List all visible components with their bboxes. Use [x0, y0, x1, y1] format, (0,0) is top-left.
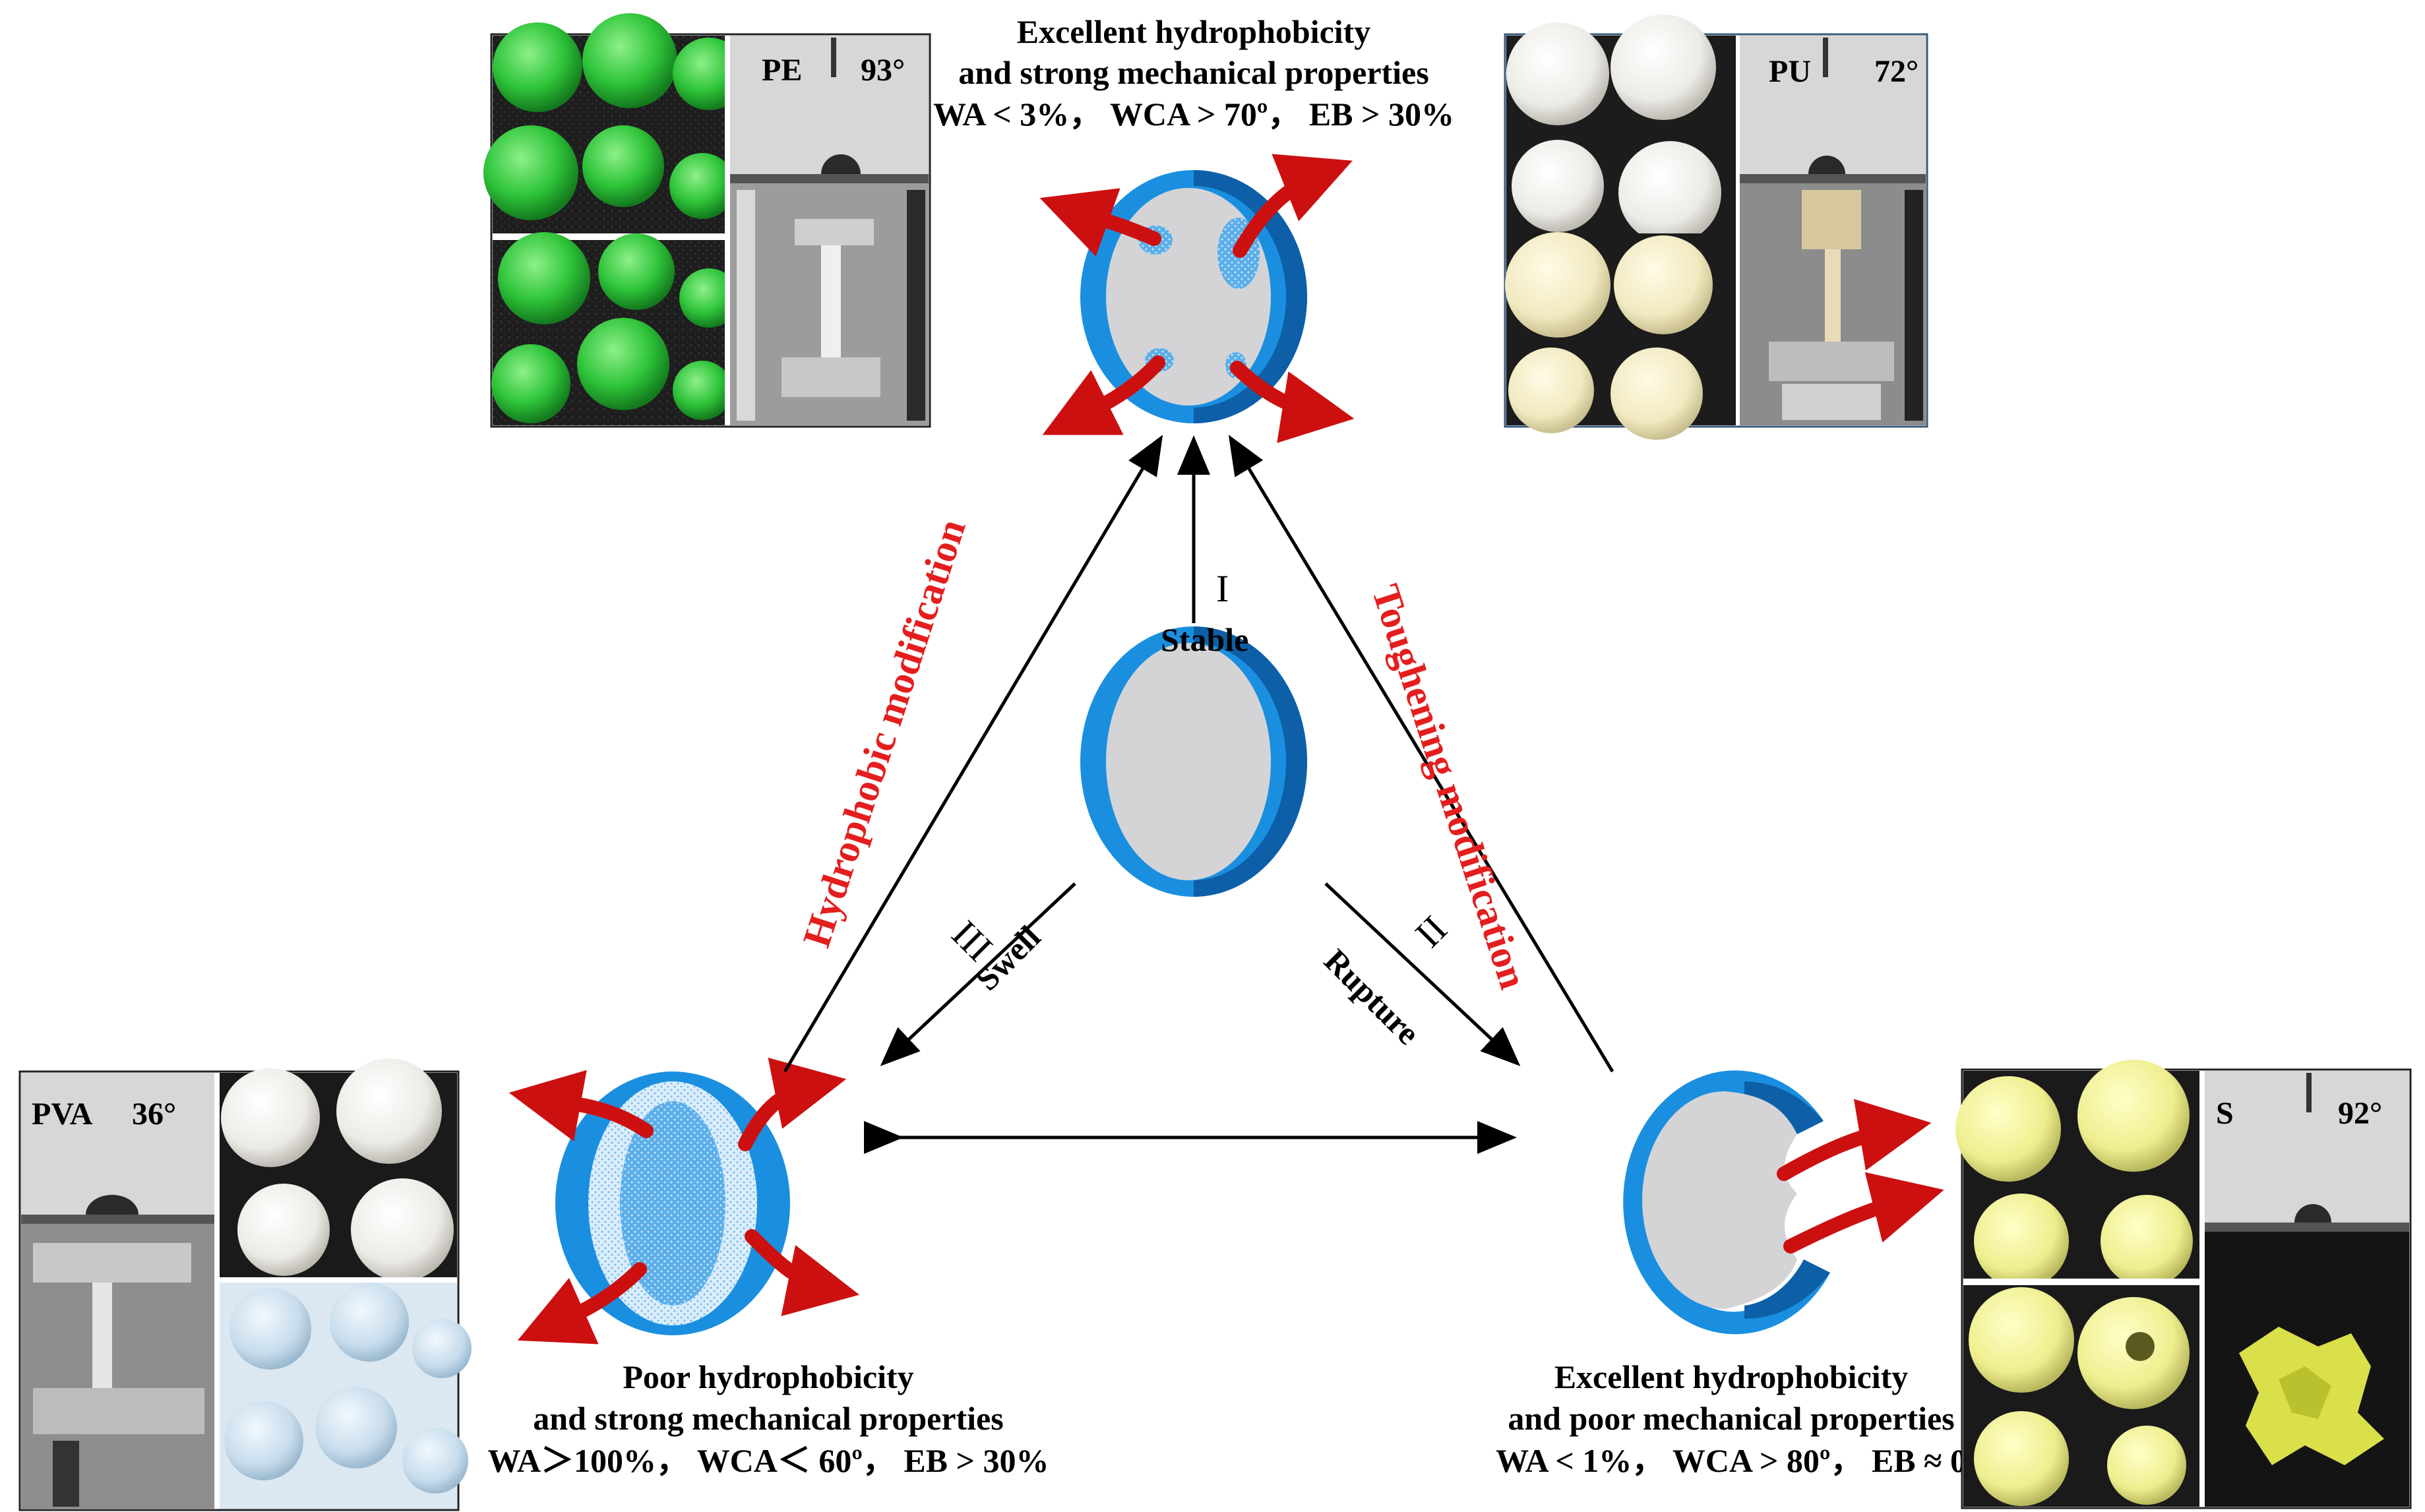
pu-contact-angle-photo: PU 72° — [1740, 36, 1926, 183]
pe-contact-angle-photo: PE 93° — [730, 36, 929, 183]
s-photo-bottom — [1963, 1285, 2199, 1507]
right-caption-line1: Excellent hydrophobicity — [1554, 1358, 1909, 1395]
s-photo-top — [1955, 1060, 2199, 1288]
pe-angle: 93° — [861, 53, 905, 88]
pva-photo-bottom — [220, 1283, 472, 1509]
pe-inset: PE 93° — [483, 13, 931, 428]
pva-label: PVA — [32, 1097, 93, 1132]
pu-label: PU — [1769, 54, 1811, 89]
s-label: S — [2216, 1096, 2234, 1131]
pe-label: PE — [762, 53, 802, 88]
arrows — [783, 435, 1614, 1154]
s-contact-angle-photo: S 92° — [2205, 1071, 2409, 1232]
left-caption-line1: Poor hydrophobicity — [623, 1358, 913, 1395]
roman-II: II — [1407, 907, 1455, 955]
rupture-label: Rupture — [1317, 942, 1427, 1052]
pu-photo-bottom — [1505, 232, 1736, 440]
top-sphere — [1039, 154, 1355, 443]
pva-contact-angle-photo: PVA 36° — [21, 1073, 214, 1224]
pu-angle: 72° — [1874, 54, 1919, 89]
pu-tensile-photo — [1740, 183, 1926, 425]
left-caption: Poor hydrophobicity and strong mechanica… — [487, 1358, 1049, 1479]
right-sphere — [1623, 1070, 1944, 1335]
s-fragments-photo — [2205, 1232, 2409, 1507]
center-label: Stable — [1161, 621, 1248, 658]
top-caption-line2: and strong mechanical properties — [958, 54, 1428, 91]
arrow-III — [880, 882, 1076, 1066]
pu-photo-top — [1506, 15, 1736, 244]
hydrophobic-label: Hydrophobic modification — [795, 514, 974, 952]
pva-angle: 36° — [132, 1097, 176, 1132]
toughening-label: Toughening modification — [1364, 580, 1535, 994]
s-angle: 92° — [2338, 1096, 2382, 1131]
top-caption: Excellent hydrophobicity and strong mech… — [933, 13, 1454, 133]
pva-tensile-photo — [21, 1224, 214, 1509]
right-caption-line3: WA < 1%， WCA > 80º， EB ≈ 0 — [1496, 1442, 1967, 1479]
top-caption-line3: WA < 3%， WCA > 70º， EB > 30% — [933, 96, 1454, 133]
s-inset: S 92° — [1955, 1060, 2412, 1509]
roman-I: I — [1216, 567, 1229, 610]
left-sphere — [508, 1058, 860, 1345]
arrow-toughening — [1228, 435, 1614, 1073]
arrow-hydrophobic — [783, 435, 1163, 1073]
top-caption-line1: Excellent hydrophobicity — [1017, 13, 1371, 50]
pe-photo-bottom — [491, 232, 739, 425]
pva-photo-top — [220, 1058, 457, 1281]
left-caption-line2: and strong mechanical properties — [533, 1400, 1003, 1437]
pe-photo-top — [483, 13, 745, 233]
right-caption-line2: and poor mechanical properties — [1508, 1400, 1954, 1437]
pu-inset: PU 72° — [1504, 15, 1928, 440]
left-caption-line3: WA＞100%， WCA＜ 60º， EB > 30% — [487, 1442, 1049, 1479]
center-sphere — [1080, 626, 1307, 897]
pe-tensile-photo — [730, 183, 929, 425]
pva-inset: PVA 36° — [18, 1058, 472, 1511]
arrow-II — [1324, 882, 1521, 1066]
right-caption: Excellent hydrophobicity and poor mechan… — [1496, 1358, 1967, 1479]
